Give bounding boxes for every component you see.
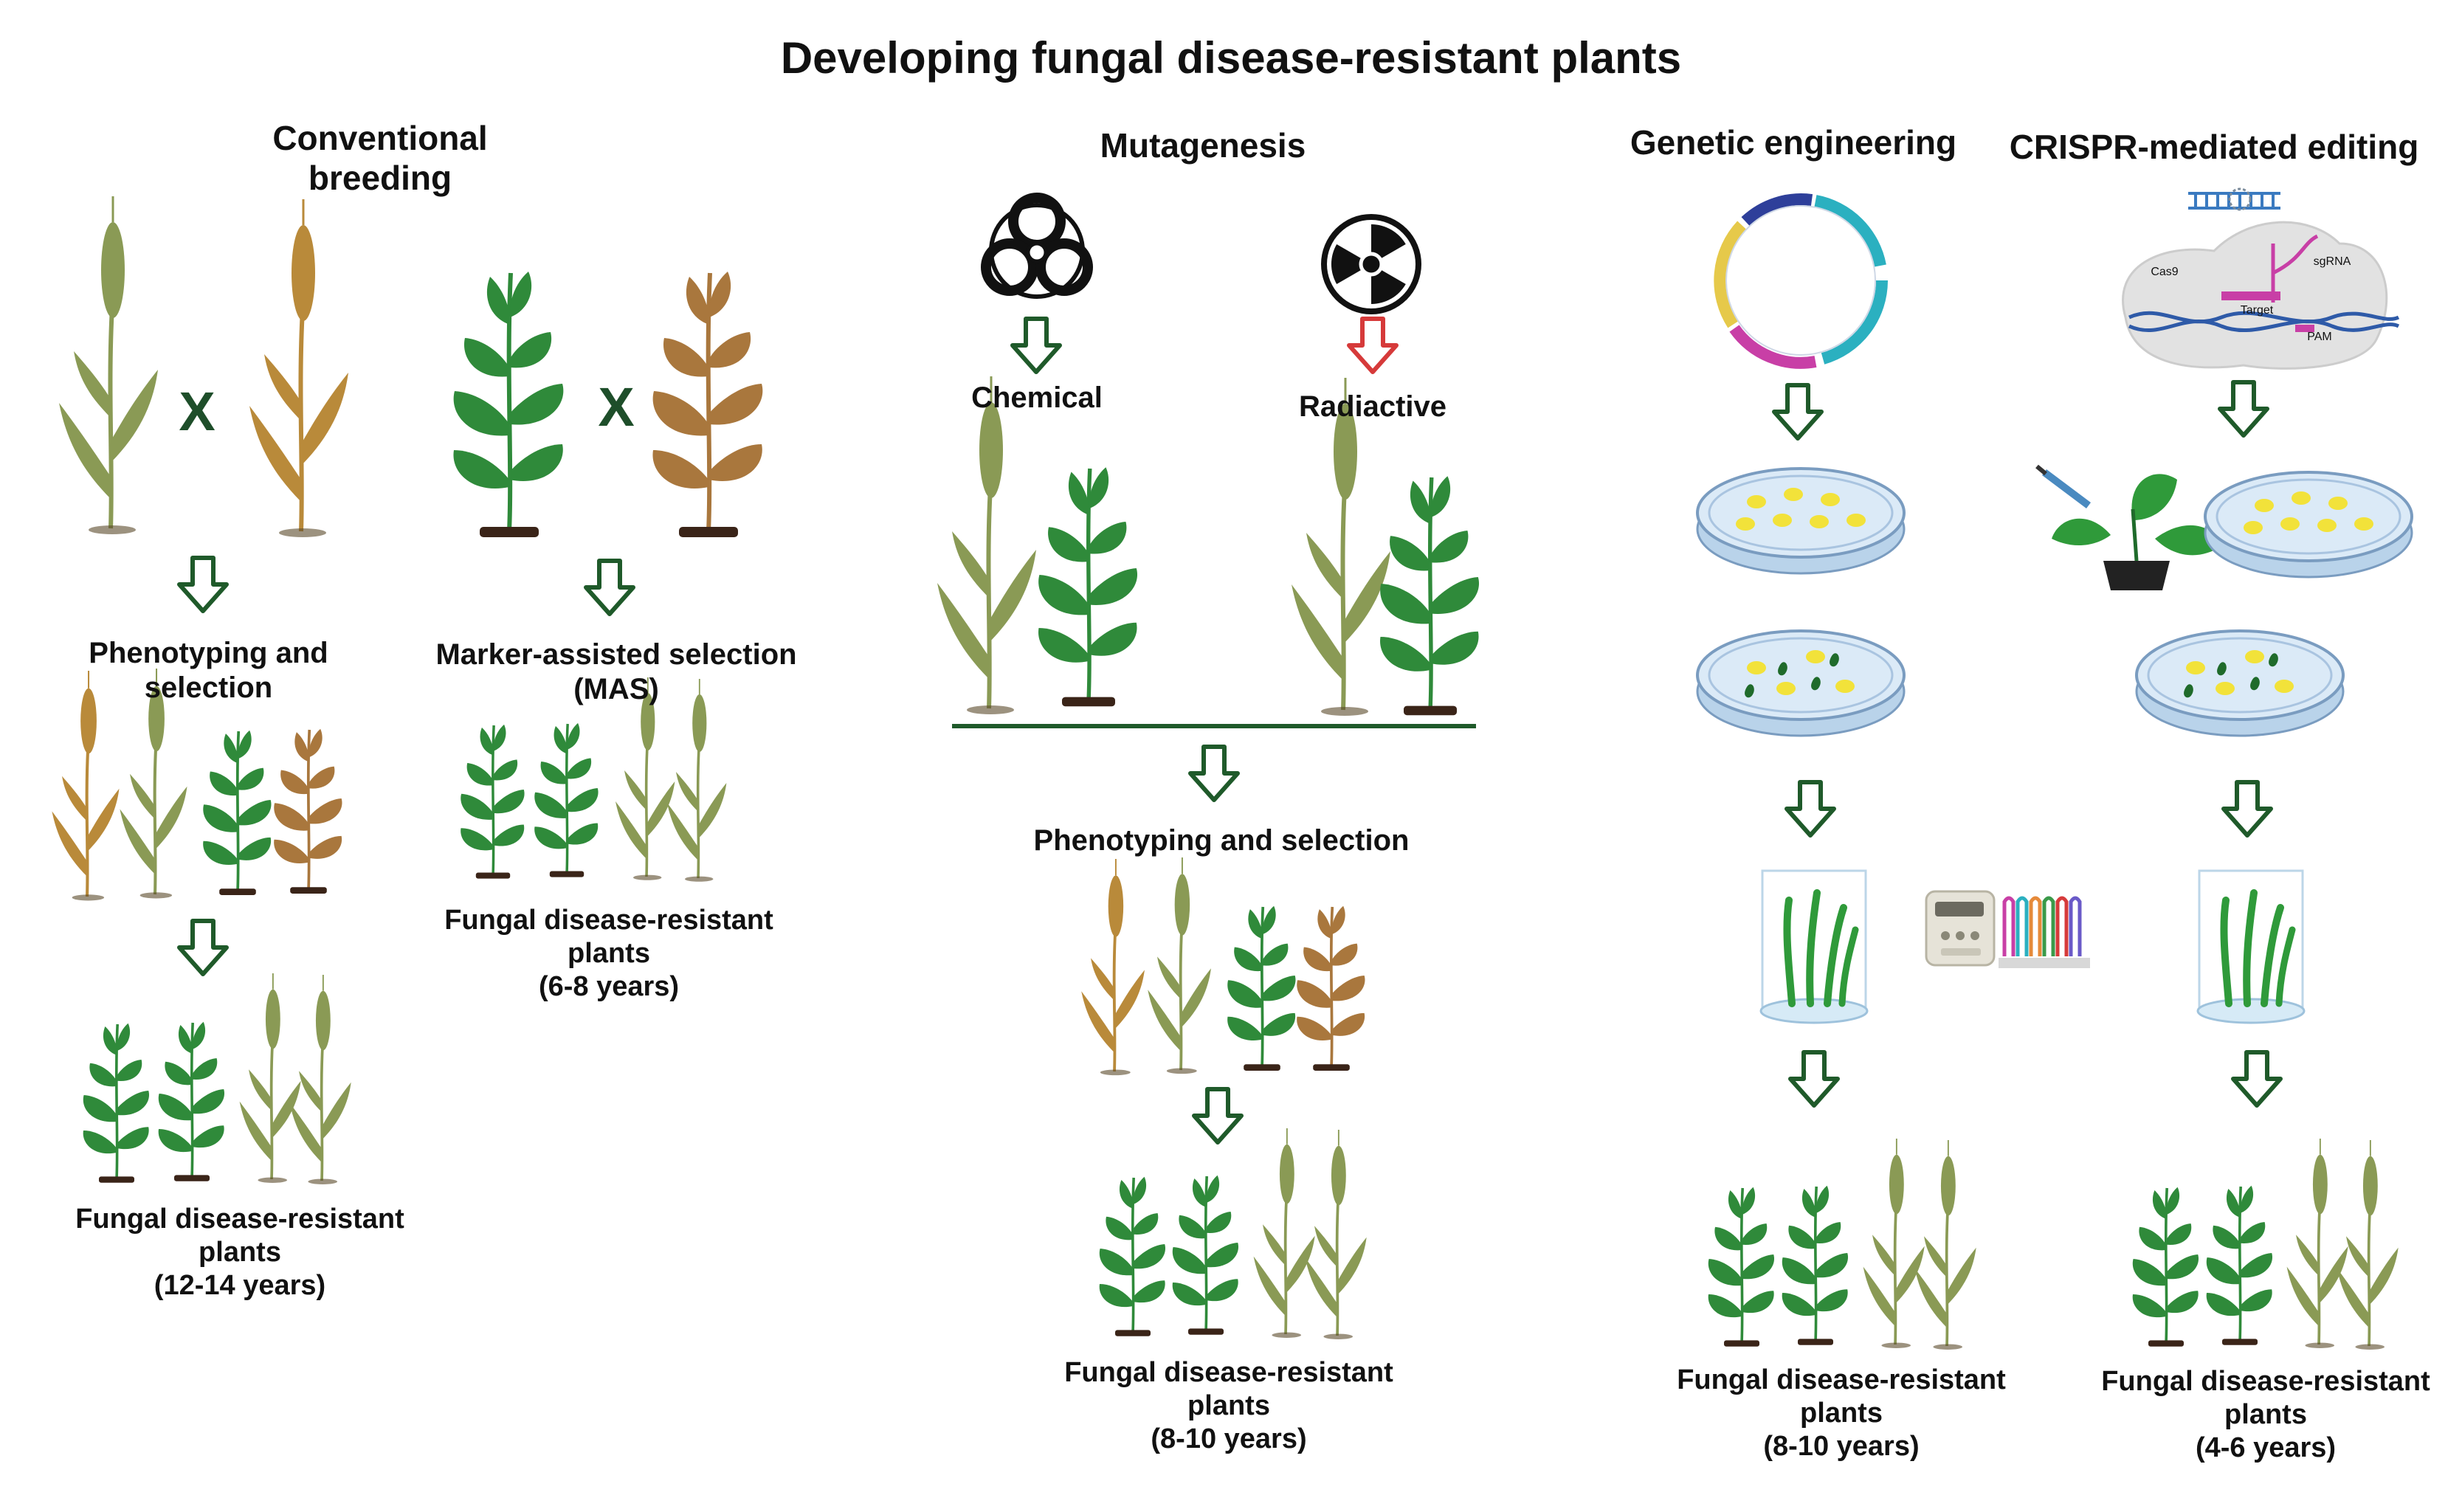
down-arrow-chemical (1013, 319, 1060, 372)
biohazard-icon (981, 193, 1093, 299)
diagram-title: Developing fungal disease-resistant plan… (780, 33, 1682, 83)
result-genetic-engineering: Fungal disease-resistant plants (8-10 ye… (1664, 1364, 2018, 1463)
result-line1: Fungal disease-resistant (1064, 1357, 1393, 1388)
result-crispr: Fungal disease-resistant plants (4-6 yea… (2089, 1365, 2443, 1464)
conventional-result-right-plants (459, 676, 728, 883)
down-arrow-conv-left-2 (179, 921, 227, 974)
petri-dish-ge-2 (1696, 629, 1906, 737)
label-phenotyping-selection-mut: Phenotyping and selection (1033, 824, 1410, 857)
crispr-complex-diagram (2122, 187, 2400, 370)
result-years: (8-10 years) (1151, 1423, 1307, 1454)
radiation-icon (1321, 214, 1421, 314)
heading-genetic-engineering: Genetic engineering (1630, 123, 1957, 162)
cross-symbol-wheat: X (179, 381, 215, 442)
syringe-plant-pot-icon (2035, 464, 2221, 590)
label-marker-assisted-selection: Marker-assisted selection (MAS) (435, 638, 797, 706)
label-chemical: Chemical (971, 382, 1103, 414)
down-arrow-ge-3 (1790, 1052, 1838, 1105)
heading-mutagenesis: Mutagenesis (1100, 126, 1306, 165)
result-conventional-right: Fungal disease-resistant plants (6-8 yea… (435, 904, 782, 1003)
result-line2: plants (1187, 1390, 1270, 1421)
result-years: (6-8 years) (538, 970, 680, 1002)
mutagenesis-result-plants (1097, 1127, 1368, 1341)
mutagenesis-selection-plants (1080, 856, 1367, 1077)
crispr-label-pam: PAM (2307, 331, 2332, 343)
down-arrow-mut-1 (1190, 747, 1238, 800)
result-mutagenesis: Fungal disease-resistant plants (8-10 ye… (1055, 1356, 1402, 1455)
cross-symbol-leafy: X (598, 376, 635, 438)
conventional-parents (59, 196, 762, 537)
down-arrow-mut-2 (1194, 1089, 1241, 1142)
petri-dish-crispr-1 (2204, 471, 2413, 579)
mutagenesis-treated-plants (937, 376, 1479, 716)
conventional-result-left-plants (81, 972, 353, 1186)
result-line2: plants (1800, 1397, 1883, 1429)
down-arrow-crispr-2 (2224, 782, 2271, 835)
petri-dish-crispr-2 (2135, 629, 2345, 737)
result-years: (12-14 years) (154, 1269, 326, 1301)
gel-tubes-icon (1999, 896, 2090, 968)
result-line1: Fungal disease-resistant (2101, 1366, 2430, 1397)
down-arrow-radiactive (1349, 319, 1396, 372)
result-line2: plants (199, 1236, 281, 1268)
crispr-result-plants (2131, 1137, 2400, 1351)
result-years: (8-10 years) (1763, 1430, 1920, 1462)
result-line1: Fungal disease-resistant (1677, 1364, 2006, 1395)
heading-conventional-breeding: Conventional breeding (214, 118, 546, 199)
down-arrow-conv-right-1 (586, 561, 633, 614)
label-phenotyping-selection-conv: Phenotyping and selection (89, 637, 328, 705)
tissue-culture-ge (1761, 871, 1867, 1023)
heading-conventional-line2: breeding (308, 159, 452, 198)
heading-conventional-line1: Conventional (272, 119, 488, 157)
pcr-machine-icon (1925, 890, 1996, 967)
crispr-label-cas9: Cas9 (2151, 266, 2179, 278)
result-line2: plants (568, 937, 650, 969)
result-line2: plants (2224, 1398, 2307, 1430)
heading-crispr-editing: CRISPR-mediated editing (2009, 128, 2419, 166)
result-line1: Fungal disease-resistant (75, 1204, 404, 1235)
result-line1: Fungal disease-resistant (444, 905, 773, 936)
down-arrow-ge-2 (1787, 782, 1834, 835)
down-arrow-conv-left-1 (179, 558, 227, 611)
result-years: (4-6 years) (2195, 1432, 2337, 1463)
down-arrow-crispr-1 (2220, 382, 2267, 435)
down-arrow-crispr-3 (2233, 1052, 2280, 1105)
plasmid-icon (1714, 193, 1889, 369)
petri-dish-ge-1 (1696, 467, 1906, 575)
crispr-label-sgrna: sgRNA (2313, 255, 2351, 268)
tissue-culture-crispr (2198, 871, 2304, 1023)
result-conventional-left: Fungal disease-resistant plants (12-14 y… (66, 1203, 413, 1302)
label-radiactive: Radiactive (1298, 390, 1447, 423)
ge-result-plants (1706, 1137, 1978, 1351)
down-arrow-ge-1 (1774, 385, 1821, 438)
crispr-label-target: Target (2240, 304, 2274, 317)
